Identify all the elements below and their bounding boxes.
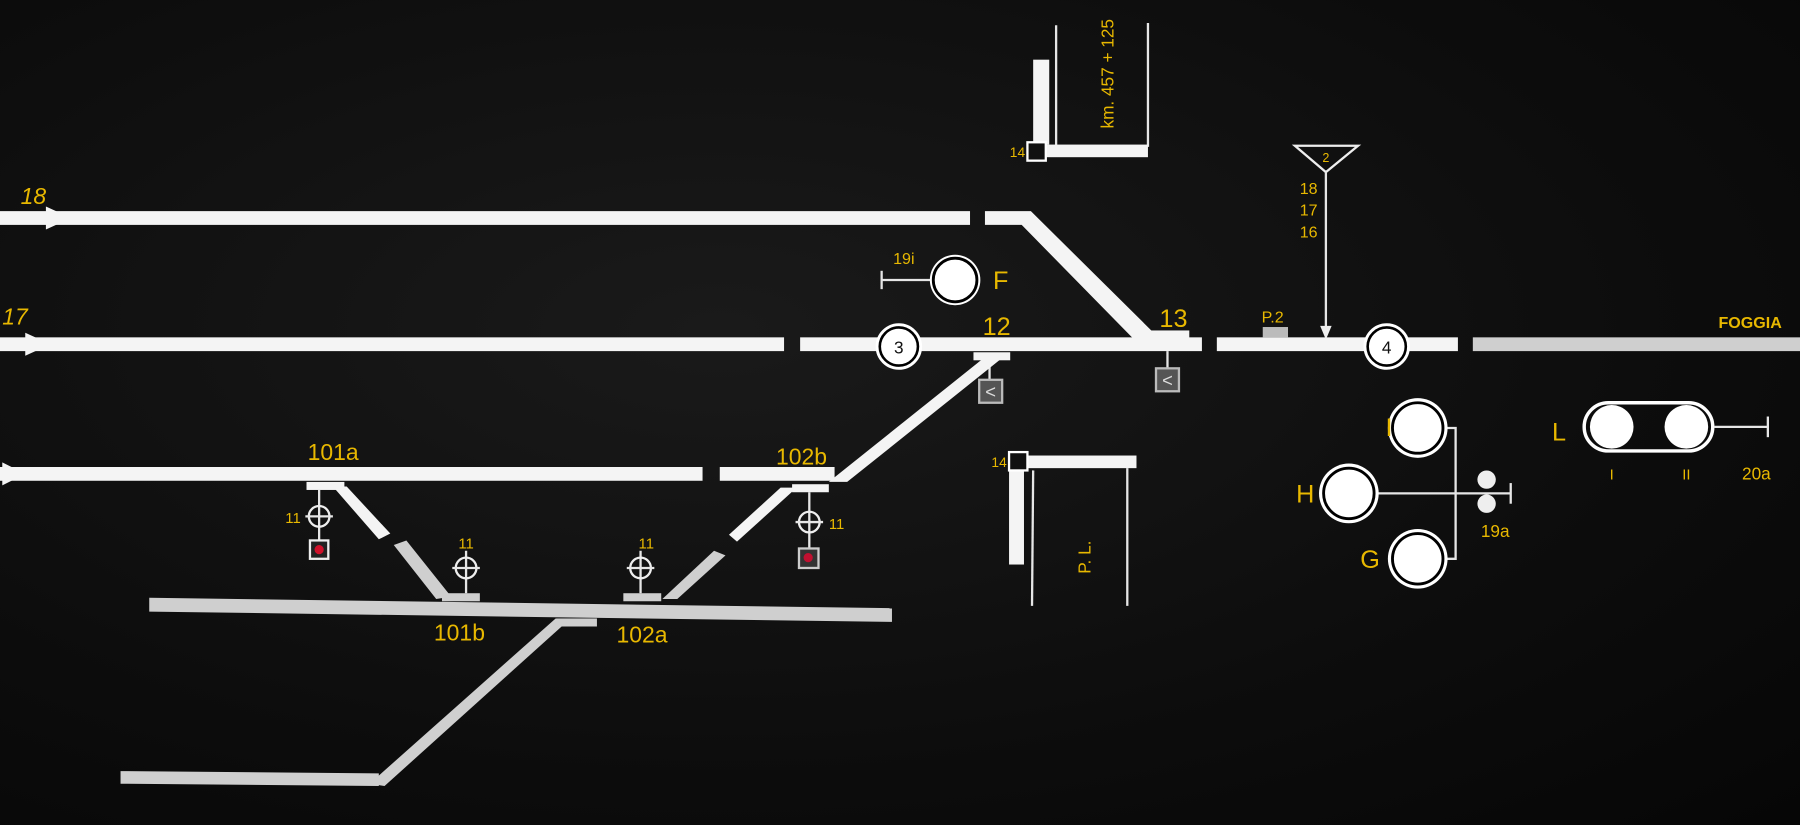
track-18-label: 18 xyxy=(21,183,47,209)
signal-h-label: H xyxy=(1296,481,1314,509)
section-3[interactable]: 3 xyxy=(875,323,923,370)
signal-g-label: G xyxy=(1360,546,1380,574)
signal-20a-number: 20a xyxy=(1742,464,1771,484)
svg-text:4: 4 xyxy=(1382,337,1392,357)
barrier-box[interactable] xyxy=(1026,141,1047,162)
switch-102a-signal[interactable] xyxy=(626,550,655,594)
level-crossing-top: 14 km. 457 + 125 xyxy=(1010,19,1150,162)
svg-text:14: 14 xyxy=(991,455,1007,470)
track-101a-label: 101a xyxy=(308,439,359,465)
pl-label: P. L. xyxy=(1075,541,1095,574)
track-17-label: 17 xyxy=(2,304,29,330)
track-102b-label: 102b xyxy=(776,444,827,470)
switch-signal-label: 11 xyxy=(639,535,654,552)
signal-f-label: F xyxy=(993,267,1008,295)
switch-12-label: 12 xyxy=(983,313,1011,341)
signal-i-label: I xyxy=(1385,414,1392,442)
marker-p2 xyxy=(1262,327,1289,338)
red-lamp-icon xyxy=(803,553,813,563)
red-lamp-icon xyxy=(314,545,324,555)
arrow-icon xyxy=(45,206,72,230)
svg-text:14: 14 xyxy=(1010,145,1026,160)
destination-label: FOGGIA xyxy=(1718,314,1782,332)
shunt-lamp-icon xyxy=(1477,470,1496,489)
arrow-icon xyxy=(25,332,51,356)
signal-l-aspect-2: II xyxy=(1682,467,1690,484)
lower-branch-track xyxy=(120,618,597,786)
signal-g[interactable] xyxy=(1387,528,1448,589)
switch-signal-label: 11 xyxy=(829,516,844,533)
km-label: km. 457 + 125 xyxy=(1098,19,1118,128)
signal-f[interactable] xyxy=(880,254,981,306)
svg-text:<: < xyxy=(985,381,996,402)
arrow-icon xyxy=(2,462,26,486)
level-crossing-bottom: 14 P. L. xyxy=(991,450,1137,606)
crossover-12 xyxy=(828,353,1008,482)
arrow-down-icon xyxy=(1320,325,1332,340)
signal-l[interactable] xyxy=(1582,401,1770,453)
route-indicator: 2 18 17 16 xyxy=(1291,144,1362,340)
switch-signal-label: 11 xyxy=(458,535,473,552)
signal-group-ghi xyxy=(1376,426,1512,560)
switch-102b-signal[interactable] xyxy=(795,492,824,570)
signal-l-label: L xyxy=(1552,419,1566,447)
switch-13-label: 13 xyxy=(1159,305,1187,333)
switch-13-indicator[interactable]: < xyxy=(1154,351,1181,393)
switch-signal-label: 11 xyxy=(285,510,300,527)
signal-h[interactable] xyxy=(1319,463,1379,524)
signal-l-aspect-1: I xyxy=(1610,467,1614,484)
barrier-box[interactable] xyxy=(1007,450,1029,472)
svg-text:2: 2 xyxy=(1322,151,1329,165)
track-18 xyxy=(0,206,1158,345)
svg-text:<: < xyxy=(1162,370,1173,391)
switch-101-diagonal xyxy=(332,486,391,540)
switch-101a-signal[interactable] xyxy=(305,489,333,560)
marker-p2-label: P.2 xyxy=(1262,308,1284,326)
track-101a xyxy=(0,462,835,486)
svg-text:16: 16 xyxy=(1300,224,1318,242)
track-101b-102a xyxy=(149,597,892,622)
signal-i[interactable] xyxy=(1387,398,1448,458)
svg-text:18: 18 xyxy=(1300,180,1318,198)
signal-19a-number: 19a xyxy=(1481,521,1510,541)
switch-102-diagonal xyxy=(728,487,797,542)
section-4[interactable]: 4 xyxy=(1363,323,1410,370)
switch-101b-signal[interactable] xyxy=(452,550,480,594)
signal-f-number: 19i xyxy=(893,250,914,268)
track-101b-label: 101b xyxy=(434,619,485,645)
track-102a-label: 102a xyxy=(616,622,667,648)
svg-text:17: 17 xyxy=(1300,202,1318,220)
svg-text:3: 3 xyxy=(894,337,904,357)
shunt-lamp-icon xyxy=(1477,494,1496,513)
